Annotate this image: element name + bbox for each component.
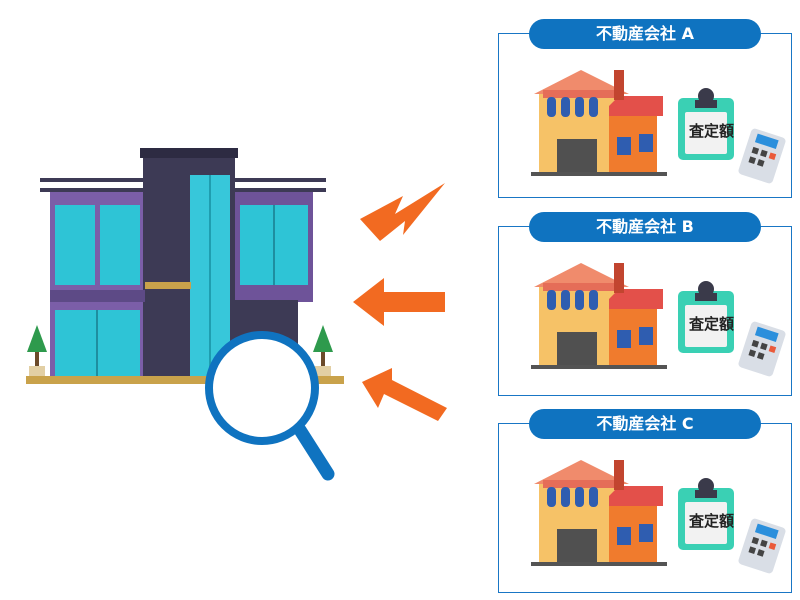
appraisal-label: 査定額 [689, 512, 734, 530]
company-label: 不動産会社 A [529, 19, 761, 49]
house-icon [531, 70, 667, 176]
calculator-icon [738, 518, 786, 574]
clipboard-icon [678, 281, 734, 353]
company-label: 不動産会社 C [529, 409, 761, 439]
arrow-left-icon [362, 368, 447, 421]
company-panel-a: 不動産会社 A 査定額 [498, 19, 792, 198]
magnifier-icon [205, 331, 335, 481]
house-icon [531, 263, 667, 369]
appraisal-label: 査定額 [689, 122, 734, 140]
appraisal-label: 査定額 [689, 315, 734, 333]
clipboard-icon [678, 88, 734, 160]
apartment-building-icon [26, 148, 344, 384]
company-panel-b: 不動産会社 B 査定額 [498, 212, 792, 396]
panel-illustration: 査定額 [531, 263, 786, 377]
arrow-left-icon [353, 278, 445, 326]
clipboard-icon [678, 478, 734, 550]
calculator-icon [738, 128, 786, 184]
panel-illustration: 査定額 [531, 460, 786, 574]
calculator-icon [738, 321, 786, 377]
company-panel-c: 不動産会社 C 査定額 [498, 409, 792, 593]
panel-illustration: 査定額 [531, 70, 786, 184]
company-label: 不動産会社 B [529, 212, 761, 242]
house-icon [531, 460, 667, 566]
arrow-left-icon [360, 183, 445, 241]
